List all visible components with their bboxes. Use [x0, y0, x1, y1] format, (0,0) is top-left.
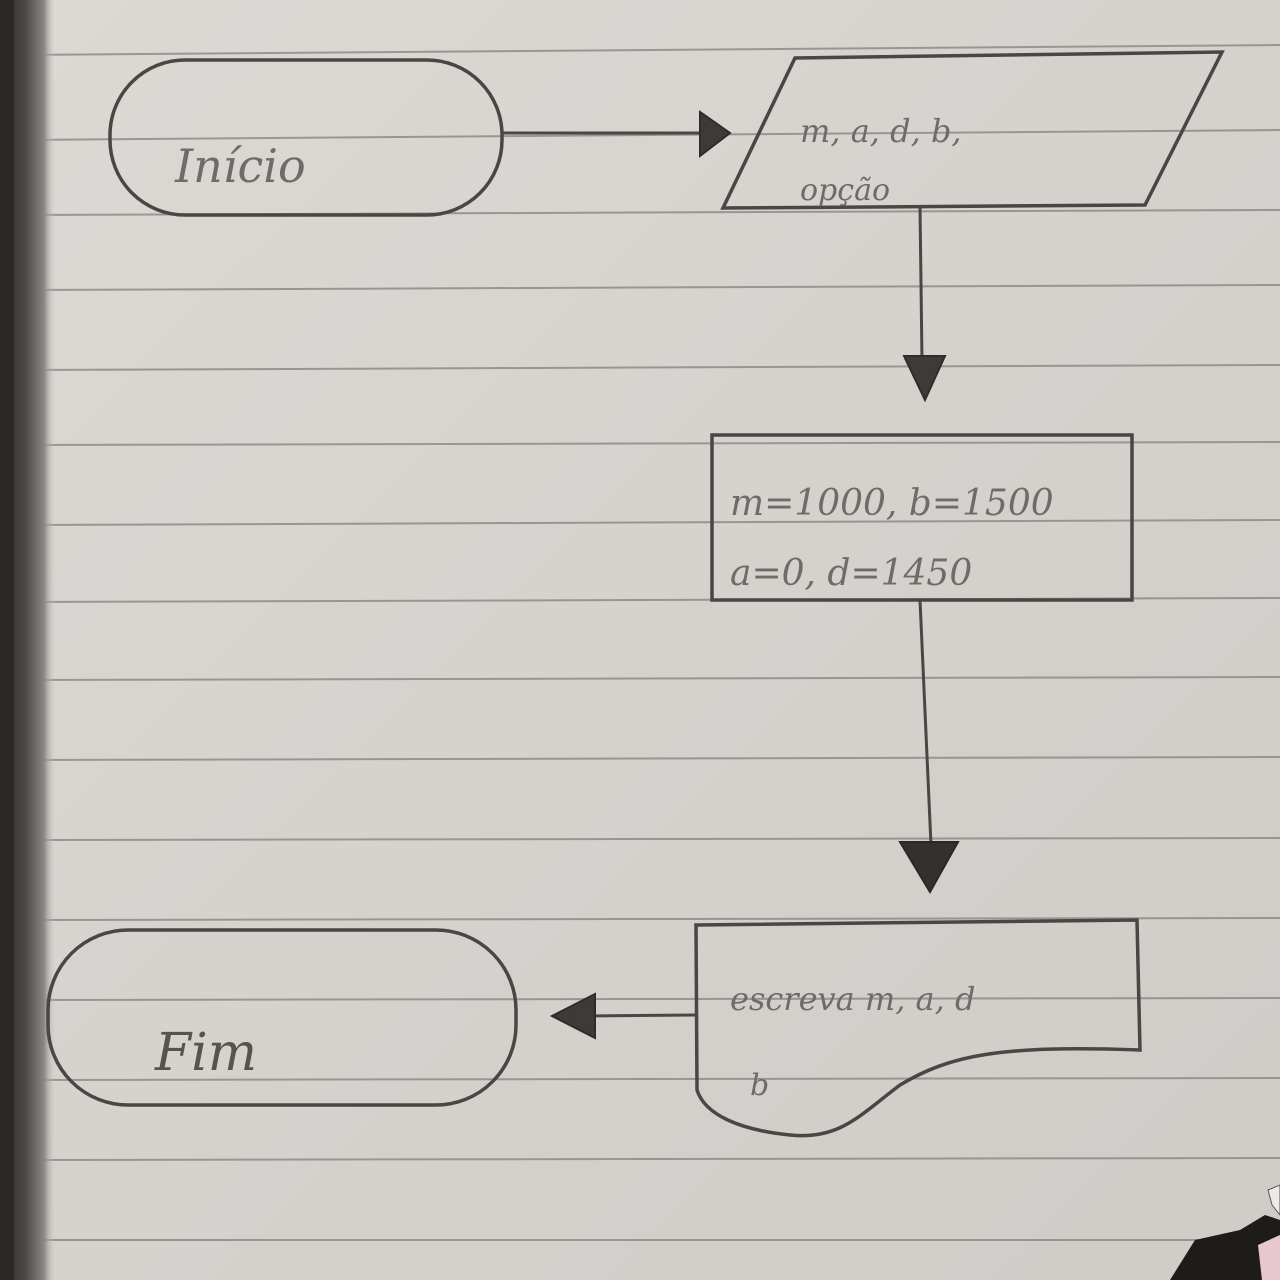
corner-scrap	[1170, 1184, 1280, 1280]
ruled-lines	[19, 44, 1280, 1241]
process-line-1: m=1000, b=1500	[730, 483, 1054, 524]
start-terminator: Início	[108, 58, 504, 217]
output-text: escreva m, a, d	[730, 980, 975, 1018]
input-variables-text: m, a, d, b,	[800, 112, 962, 150]
process-line-2: a=0, d=1450	[730, 553, 972, 594]
arrow-process-to-output	[898, 599, 960, 894]
end-terminator: Fim	[46, 928, 518, 1107]
arrow-input-to-process	[902, 206, 947, 403]
input-option-text: opção	[800, 173, 890, 208]
arrow-output-to-end	[549, 992, 697, 1040]
page-edge	[0, 0, 14, 1280]
output-document: escreva m, a, d b	[694, 918, 1142, 1138]
process-box: m=1000, b=1500 a=0, d=1450	[710, 433, 1134, 602]
input-parallelogram: m, a, d, b, opção	[720, 50, 1225, 210]
output-text-2: b	[750, 1068, 769, 1103]
arrow-start-to-input	[502, 110, 732, 159]
end-label: Fim	[154, 1023, 257, 1083]
start-label: Início	[174, 139, 306, 193]
